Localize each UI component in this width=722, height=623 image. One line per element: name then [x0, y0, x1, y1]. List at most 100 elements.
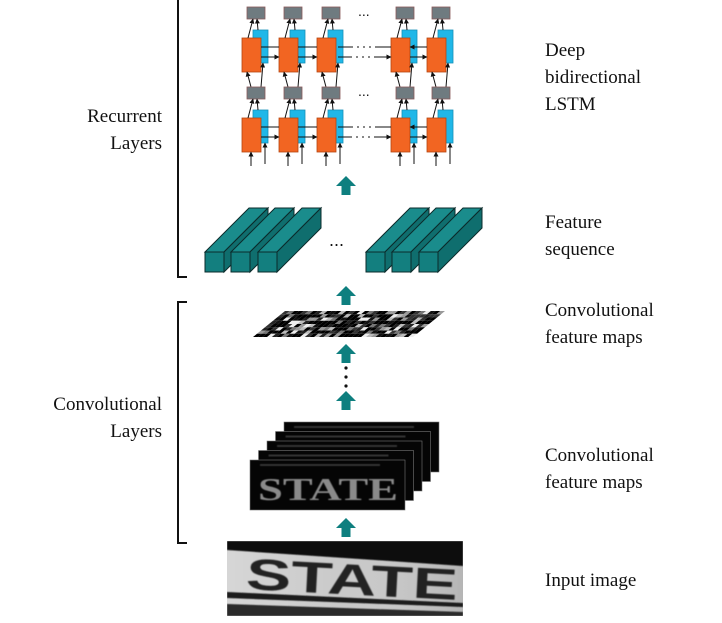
forward-lstm-cell	[241, 37, 262, 73]
feature-map-pixel	[387, 324, 397, 328]
feature-map-pixel	[333, 314, 343, 318]
feature-map-pixel	[294, 330, 304, 334]
feature-map-pixel	[310, 317, 320, 321]
output-node	[321, 6, 341, 20]
label-line: Convolutional	[545, 300, 654, 321]
feature-map-pixel	[262, 333, 272, 337]
flow-arrows	[336, 176, 356, 537]
feature-map-pixel	[377, 320, 386, 324]
feature-map-pixel	[271, 333, 281, 337]
feature-map-pixel	[426, 311, 436, 315]
forward-lstm-cell	[426, 117, 447, 153]
feature-map-pixel	[333, 333, 342, 337]
cell-input-arrow	[245, 71, 252, 88]
feature-map-pixel	[309, 311, 318, 315]
lstm-ellipsis: ...	[358, 3, 370, 19]
cell-output-arrow	[284, 98, 292, 119]
feature-map-pixel	[322, 327, 331, 331]
feature-map-pixel	[389, 314, 399, 318]
lstm-ellipsis: ...	[358, 83, 370, 99]
cell-output-arrow	[254, 18, 260, 31]
feature-map-pixel	[308, 327, 317, 331]
feature-map-pixel	[285, 333, 295, 337]
feature-map-pixel	[287, 320, 297, 324]
feature-map-pixel	[308, 330, 318, 334]
feature-column-front	[204, 251, 225, 273]
feature-map-pixel	[360, 330, 370, 334]
feature-map-pixel	[364, 327, 374, 331]
feature-map-pixel	[270, 327, 280, 331]
feature-map-pixel	[412, 311, 422, 315]
feature-map-pixel	[384, 330, 393, 334]
feature-map-pixel	[311, 320, 321, 324]
feature-map-pixel	[275, 327, 284, 331]
feature-map-layer: STATE	[249, 459, 406, 511]
cell-input-arrow	[394, 71, 401, 88]
feature-map-pixel	[267, 333, 276, 337]
feature-map-pixel	[274, 324, 284, 328]
feature-map-pixel	[331, 327, 341, 331]
feature-map-pixel	[408, 314, 418, 318]
feature-map-pixel	[376, 317, 386, 321]
feature-map-pixel	[354, 324, 364, 328]
feature-map-pixel	[351, 330, 360, 334]
forward-lstm-cell	[316, 37, 337, 73]
feature-map-pixel	[408, 311, 417, 315]
feature-map-pixel	[338, 317, 348, 321]
feature-map-pixel	[423, 317, 433, 321]
feature-map-pixel	[291, 317, 301, 321]
feature-map-pixel	[403, 311, 413, 315]
feature-map-pixel	[289, 330, 299, 334]
feature-map-pixel	[281, 311, 290, 315]
feature-map-pixel	[289, 327, 298, 331]
feature-map-pixel	[273, 317, 282, 321]
feature-map-pixel	[279, 324, 288, 328]
feature-map-pixel	[417, 311, 427, 315]
feature-map-pixel	[284, 327, 294, 331]
feature-map-pixel	[355, 327, 364, 331]
feature-map-pixel	[325, 320, 335, 324]
feature-map-pixel	[371, 317, 381, 321]
feature-map-pixel	[414, 320, 424, 324]
feature-map-pixel	[408, 333, 417, 337]
feature-map-pixel	[413, 314, 423, 318]
cell-output-arrow	[403, 98, 409, 111]
lstm-label: Deep bidirectional LSTM	[545, 37, 641, 118]
cell-output-arrow	[322, 98, 330, 119]
feature-map-pixel	[389, 333, 399, 337]
feature-map-pixel	[283, 324, 293, 328]
feature-map-pixel	[338, 314, 347, 318]
convolutional-layers-bracket	[177, 301, 187, 544]
feature-map-pixel	[353, 320, 363, 324]
feature-map-pixel	[334, 320, 344, 324]
feature-map-pixel	[404, 317, 414, 321]
feature-map-pixel	[400, 320, 410, 324]
feature-map-pixel	[321, 324, 331, 328]
feature-column-front	[365, 251, 386, 273]
label-line: feature maps	[545, 327, 643, 348]
feature-map-pixel	[328, 333, 337, 337]
feature-map-pixel	[361, 333, 370, 337]
feature-map-pixel	[313, 311, 323, 315]
feature-map-pixel	[265, 324, 274, 328]
feature-map-pixel	[422, 314, 432, 318]
feature-map-pixel	[392, 324, 401, 328]
feature-map-pixel	[332, 330, 341, 334]
feature-map-pixel	[305, 314, 314, 318]
feature-column-front	[257, 251, 278, 273]
feature-map-pixel	[367, 317, 376, 321]
feature-map-pixel	[309, 333, 319, 337]
feature-map-pixel	[278, 320, 288, 324]
feature-map-pixel	[346, 330, 356, 334]
feature-map-pixel	[436, 311, 445, 315]
cell-output-arrow	[396, 98, 404, 119]
feature-map-pixel	[405, 320, 415, 324]
feature-map-pixel	[271, 330, 280, 334]
feature-map-pixel	[372, 320, 382, 324]
label-line: bidirectional	[545, 67, 642, 88]
feature-map-pixel	[296, 317, 306, 321]
feature-map-layer-bg	[249, 459, 406, 511]
feature-map-pixel	[317, 327, 327, 331]
feature-map-streak	[277, 445, 397, 447]
